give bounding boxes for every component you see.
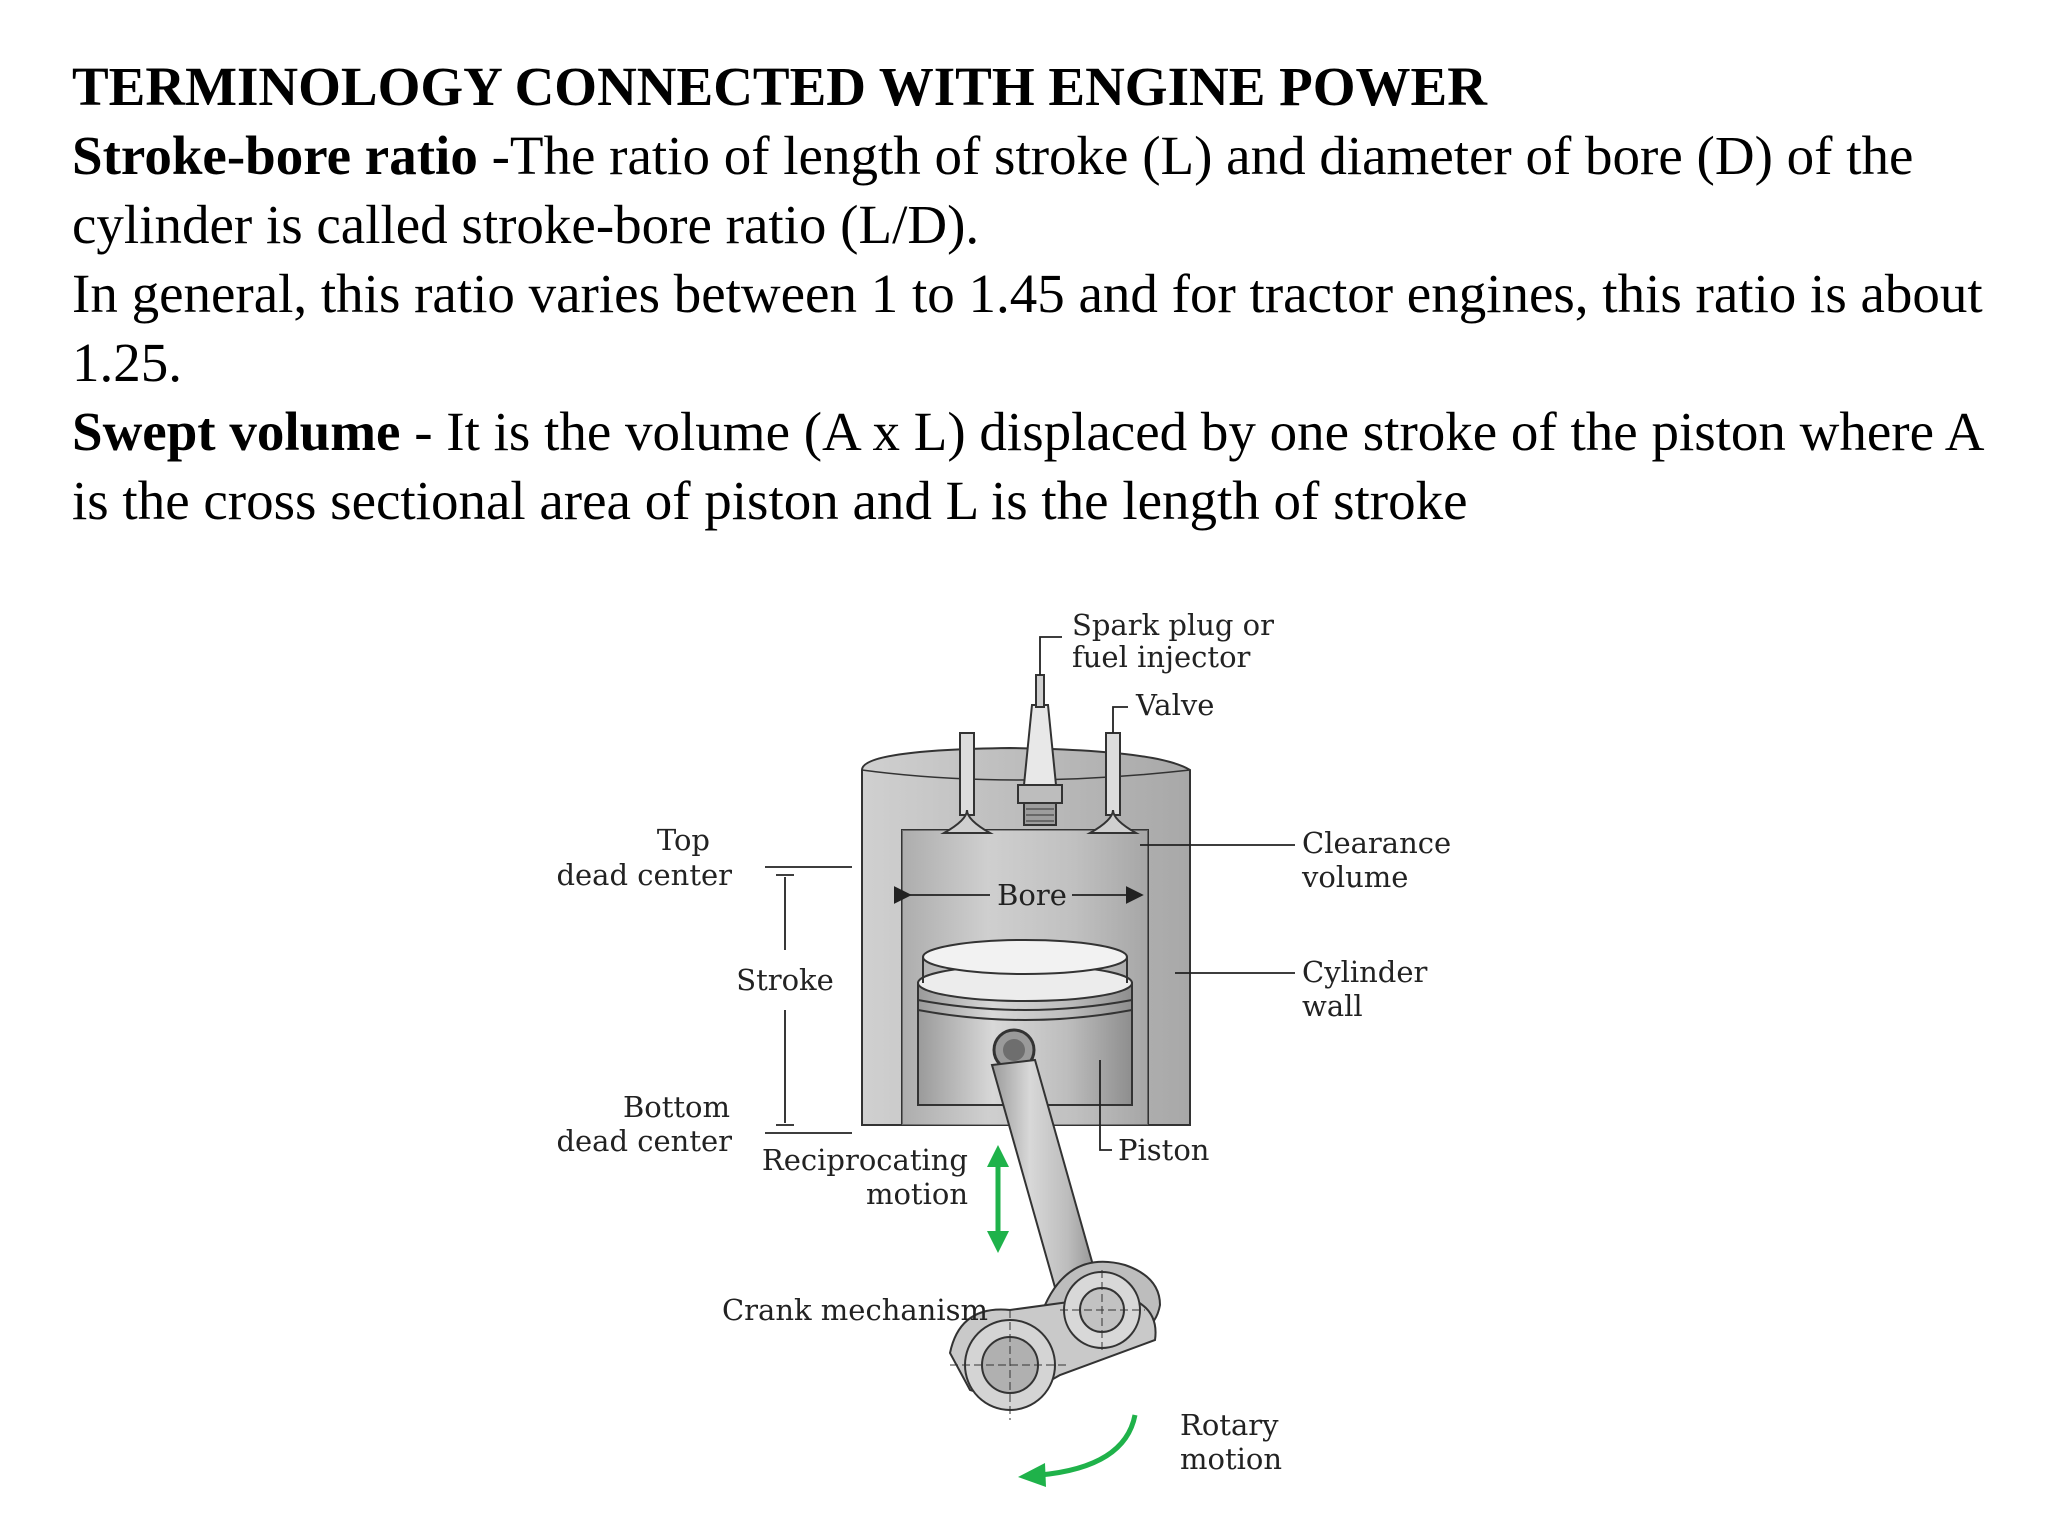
swept-volume-definition: - It is the volume (A x L) displaced by … bbox=[72, 401, 1982, 531]
label-valve: Valve bbox=[1135, 688, 1214, 722]
label-reciprocating-2: motion bbox=[866, 1177, 968, 1211]
leader-lines bbox=[765, 636, 1295, 1151]
rotary-arrow bbox=[1018, 1414, 1138, 1487]
spark-plug bbox=[1017, 674, 1063, 826]
label-clearance-1: Clearance bbox=[1302, 826, 1451, 860]
label-cylinder-2: wall bbox=[1302, 989, 1363, 1023]
label-bore: Bore bbox=[997, 878, 1067, 912]
stroke-bore-definition: -The ratio of length of stroke (L) and d… bbox=[72, 125, 1914, 255]
swept-volume-paragraph: Swept volume - It is the volume (A x L) … bbox=[72, 397, 2002, 535]
label-piston: Piston bbox=[1118, 1133, 1209, 1167]
label-spark-plug: Spark plug or bbox=[1072, 608, 1274, 642]
label-rotary-2: motion bbox=[1180, 1442, 1282, 1476]
reciprocating-arrow bbox=[987, 1145, 1009, 1253]
engine-cylinder-diagram: Spark plug or fuel injector Valve Top de… bbox=[556, 608, 1451, 1487]
crank-mechanism bbox=[948, 1270, 1157, 1420]
label-reciprocating-1: Reciprocating bbox=[762, 1143, 968, 1177]
left-valve bbox=[940, 732, 994, 834]
label-crank: Crank mechanism bbox=[722, 1293, 988, 1327]
label-bdc-1: Bottom bbox=[623, 1090, 730, 1124]
label-rotary-1: Rotary bbox=[1180, 1408, 1279, 1442]
label-stroke: Stroke bbox=[736, 963, 834, 997]
slide-title: TERMINOLOGY CONNECTED WITH ENGINE POWER bbox=[72, 56, 1487, 117]
stroke-bore-paragraph: Stroke-bore ratio -The ratio of length o… bbox=[72, 121, 2002, 259]
slide-text: TERMINOLOGY CONNECTED WITH ENGINE POWER … bbox=[72, 52, 2002, 535]
label-clearance-2: volume bbox=[1301, 860, 1408, 894]
swept-volume-term: Swept volume bbox=[72, 401, 401, 462]
label-fuel-injector: fuel injector bbox=[1072, 640, 1251, 674]
label-bdc-2: dead center bbox=[556, 1124, 732, 1158]
label-tdc-1: Top bbox=[657, 823, 710, 857]
stroke-bore-term: Stroke-bore ratio bbox=[72, 125, 478, 186]
stroke-bore-general: In general, this ratio varies between 1 … bbox=[72, 263, 1983, 393]
label-tdc-2: dead center bbox=[556, 858, 732, 892]
label-cylinder-1: Cylinder bbox=[1302, 955, 1428, 989]
